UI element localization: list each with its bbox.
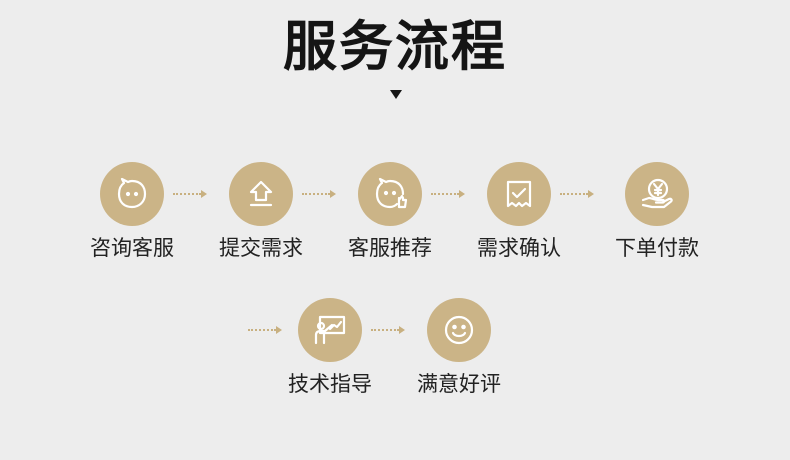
page-title: 服务流程 [283, 15, 507, 78]
arrow-right-icon [371, 326, 405, 334]
step-consult: 咨询客服 [67, 162, 197, 262]
chat-bubble-face-icon [100, 162, 164, 226]
step-label: 下单付款 [615, 236, 699, 260]
smiley-face-icon [427, 298, 491, 362]
receipt-check-icon [487, 162, 551, 226]
arrow-right-icon [302, 190, 336, 198]
step-recommend: 客服推荐 [325, 162, 455, 262]
arrow-right-icon [431, 190, 465, 198]
arrow-right-icon [173, 190, 207, 198]
step-guidance: 技术指导 [265, 298, 395, 398]
step-label: 需求确认 [477, 236, 561, 260]
step-review: 满意好评 [394, 298, 524, 398]
step-confirm: 需求确认 [454, 162, 584, 262]
teaching-board-icon [298, 298, 362, 362]
chat-thumbs-up-icon [358, 162, 422, 226]
step-payment: 下单付款 [592, 162, 722, 262]
arrow-right-icon [248, 326, 282, 334]
step-label: 技术指导 [288, 372, 372, 396]
upload-arrow-icon [229, 162, 293, 226]
step-label: 咨询客服 [90, 236, 174, 260]
down-triangle-icon [390, 90, 402, 99]
step-label: 满意好评 [417, 372, 501, 396]
step-label: 提交需求 [219, 236, 303, 260]
arrow-right-icon [560, 190, 594, 198]
step-label: 客服推荐 [348, 236, 432, 260]
yen-coin-hand-icon [625, 162, 689, 226]
step-submit: 提交需求 [196, 162, 326, 262]
